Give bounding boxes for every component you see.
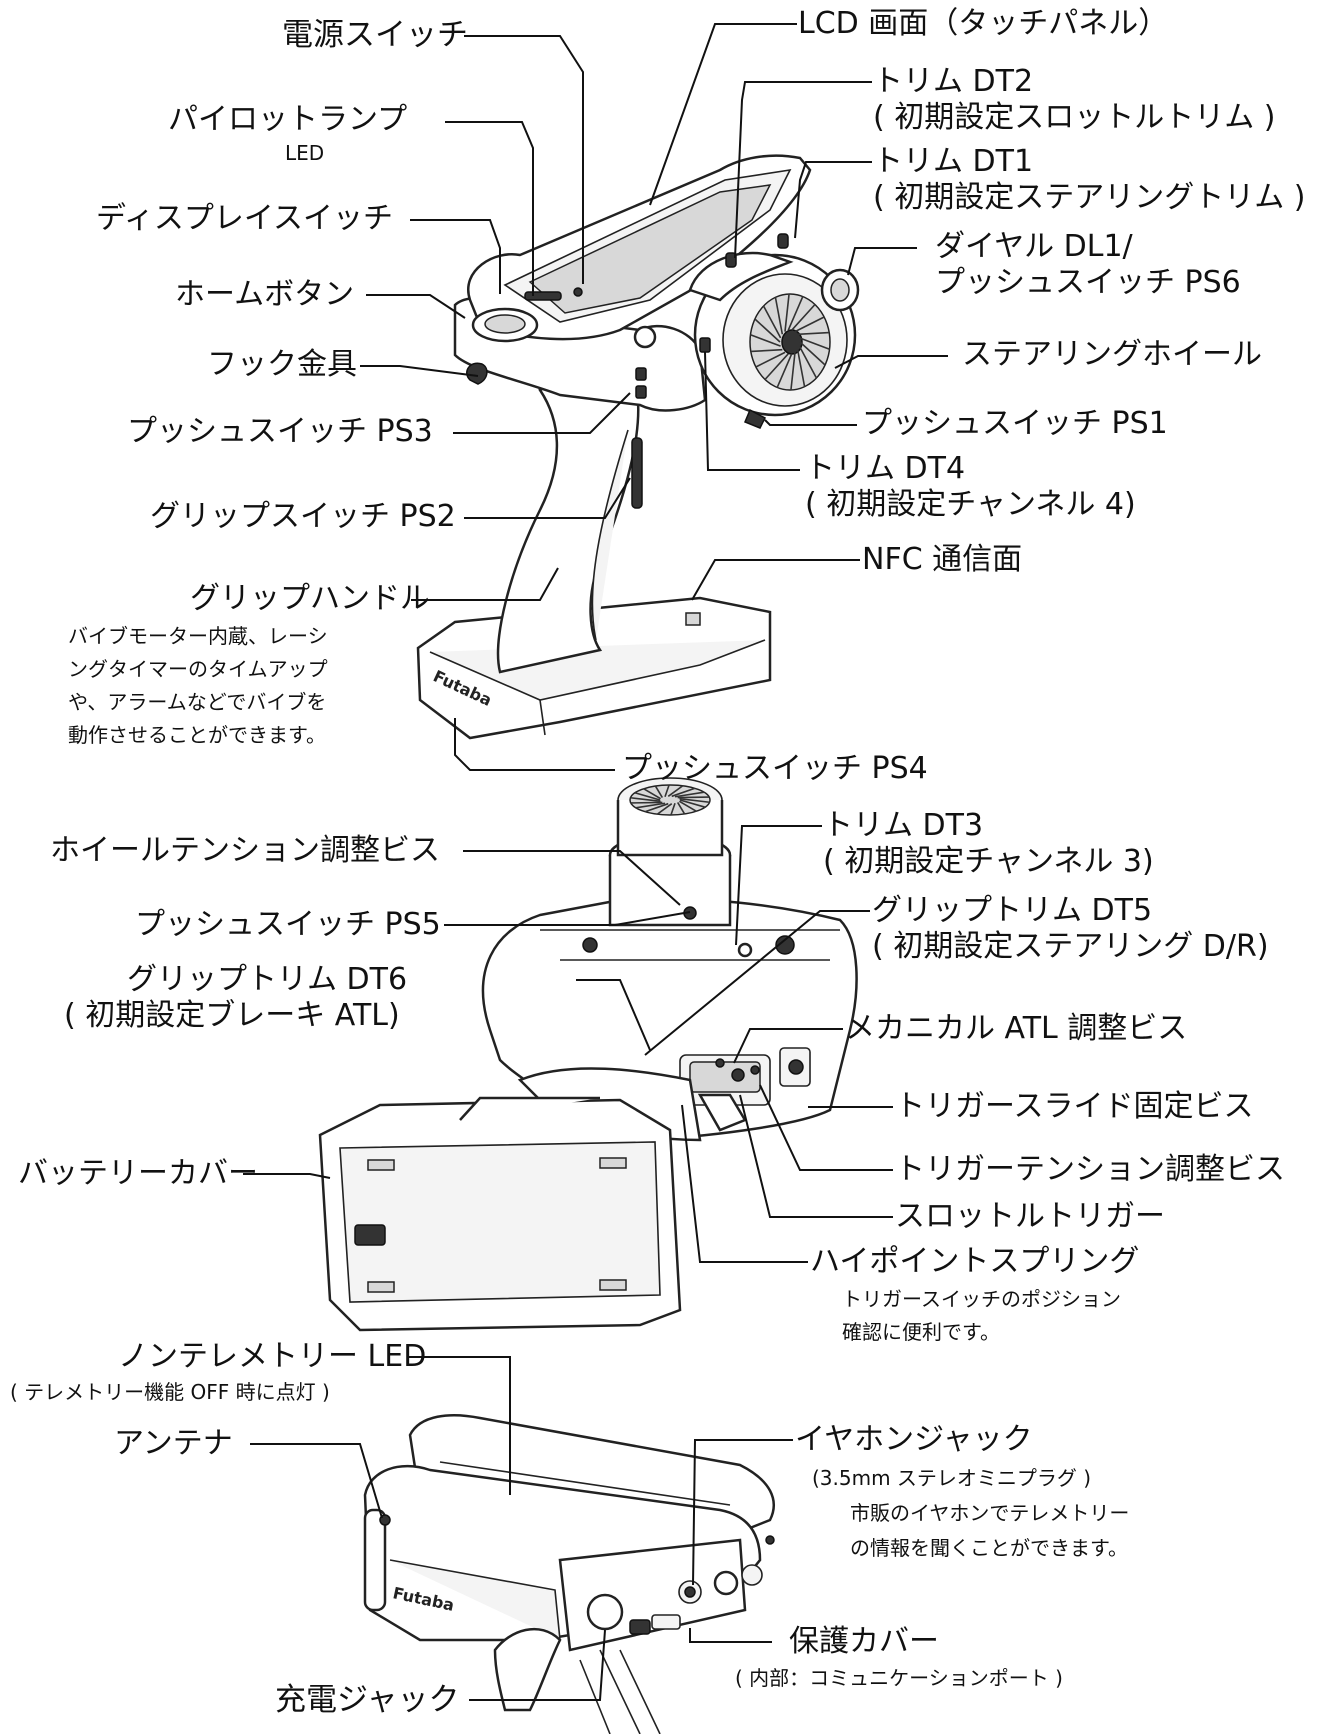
label-mech-atl-screw: メカニカル ATL 調整ビス (845, 1011, 1188, 1046)
wheel-spoke (677, 796, 710, 799)
wheel-spoke (654, 785, 664, 798)
wheel-spoke (679, 799, 706, 808)
wheel-spoke (797, 331, 830, 336)
wheel-spoke (635, 802, 666, 809)
label-push-ps3: プッシュスイッチ PS3 (127, 414, 433, 449)
label-trim-dt1-note: ( 初期設定ステアリングトリム ) (873, 180, 1306, 215)
figure1-transmitter-drawing: Futaba (416, 154, 860, 740)
wheel-spoke (671, 787, 696, 798)
wheel-spoke (656, 803, 673, 815)
leader-lines (243, 23, 948, 1701)
label-lcd-screen: LCD 画面（タッチパネル） (798, 6, 1169, 41)
label-trim-dt2-note: ( 初期設定スロットルトリム ) (873, 100, 1276, 135)
label-pilot-lamp-led: LED (285, 141, 325, 165)
label-grip-switch-ps2: グリップスイッチ PS2 (150, 499, 456, 534)
label-nfc-surface: NFC 通信面 (862, 542, 1023, 577)
label-trim-dt4-note: ( 初期設定チャンネル 4) (805, 487, 1136, 522)
wheel-spoke (630, 801, 663, 804)
wheel-spoke (678, 800, 697, 812)
figure3-transmitter-drawing: Futaba (363, 1413, 775, 1734)
label-high-point-spring: ハイポイントスプリング (810, 1244, 1140, 1279)
wheel-spoke (674, 791, 705, 798)
wheel-spoke (799, 341, 826, 366)
wheel-spoke (787, 296, 804, 331)
label-battery-cover: バッテリーカバー (18, 1156, 258, 1191)
label-trim-dt2: トリム DT2 (873, 64, 1034, 99)
label-push-ps5: プッシュスイッチ PS5 (135, 907, 441, 942)
label-trigger-tension-screw: トリガーテンション調整ビス (895, 1152, 1285, 1187)
label-push-ps6: プッシュスイッチ PS6 (935, 265, 1241, 300)
label-dial-dl1: ダイヤル DL1/ (935, 229, 1133, 264)
figure2-transmitter-drawing (318, 777, 858, 1332)
wheel-spoke (644, 802, 669, 813)
wheel-spoke (791, 303, 816, 331)
label-trim-dt4: トリム DT4 (805, 451, 966, 486)
wheel-spoke (679, 797, 710, 804)
label-earphone-jack: イヤホンジャック (795, 1422, 1033, 1457)
label-grip-handle: グリップハンドル (190, 581, 430, 616)
grip-handle-note-line: バイブモーター内蔵、レーシ (68, 624, 328, 648)
wheel-spoke (776, 353, 793, 388)
wheel-spoke (762, 305, 782, 339)
wheel-spoke (750, 334, 781, 347)
earphone-jack-note-line: の情報を聞くことができます。 (850, 1536, 1128, 1560)
label-non-telemetry-led: ノンテレメトリー LED (118, 1339, 427, 1374)
label-grip-trim-dt5: グリップトリム DT5 (872, 893, 1153, 928)
label-antenna: アンテナ (114, 1426, 233, 1461)
wheel-spoke (774, 297, 784, 335)
label-push-ps4: プッシュスイッチ PS4 (622, 751, 928, 786)
label-display-switch: ディスプレイスイッチ (96, 201, 393, 236)
label-home-button: ホームボタン (175, 277, 355, 312)
wheel-spoke (667, 785, 684, 797)
wheel-spoke (754, 318, 781, 343)
label-push-ps1: プッシュスイッチ PS1 (862, 406, 1168, 441)
wheel-spoke (799, 337, 830, 350)
label-grip-trim-dt6-note: ( 初期設定ブレーキ ATL) (64, 998, 400, 1033)
grip-handle-note-line: ングタイマーのタイムアップ (68, 657, 328, 681)
wheel-spoke (755, 351, 786, 368)
wheel-spoke (676, 802, 686, 815)
label-trim-dt3: トリム DT3 (823, 808, 984, 843)
label-charge-jack: 充電ジャック (275, 1682, 460, 1718)
label-throttle-trigger: スロットルトリガー (895, 1199, 1165, 1234)
label-hook: フック金具 (207, 347, 357, 382)
label-grip-trim-dt5-note: ( 初期設定ステアリング D/R) (872, 929, 1269, 964)
wheel-spoke (630, 796, 661, 803)
grip-handle-note-line: 動作させることができます。 (68, 723, 326, 747)
label-wheel-tension-screw: ホイールテンション調整ビス (50, 833, 440, 868)
high-point-spring-note-line: 確認に便利です。 (842, 1320, 1000, 1344)
label-protective-cover-note: ( 内部：コミュニケーションポート ) (735, 1666, 1063, 1690)
wheel-spoke (798, 345, 818, 379)
label-trim-dt3-note: ( 初期設定チャンネル 3) (823, 844, 1154, 879)
earphone-jack-note-line: 市販のイヤホンでテレメトリー (850, 1501, 1130, 1525)
label-grip-trim-dt6: グリップトリム DT6 (127, 962, 408, 997)
wheel-spoke (790, 352, 796, 391)
label-pilot-lamp: パイロットランプ (168, 102, 408, 137)
wheel-spoke (643, 788, 662, 800)
high-point-spring-note-line: トリガースイッチのポジション (842, 1287, 1121, 1311)
label-trim-dt1: トリム DT1 (873, 144, 1034, 179)
label-power-switch: 電源スイッチ (282, 17, 468, 53)
label-protective-cover: 保護カバー (789, 1624, 939, 1659)
wheel-spoke (784, 293, 790, 332)
wheel-spoke (634, 792, 661, 801)
label-trigger-slide-screw: トリガースライド固定ビス (895, 1089, 1254, 1124)
wheel-spoke (750, 348, 783, 353)
wheel-spoke (794, 316, 825, 333)
label-non-telemetry-led-note: ( テレメトリー機能 OFF 時に点灯 ) (10, 1380, 330, 1404)
wheel-spoke (796, 349, 806, 387)
label-earphone-jack-spec: (3.5mm ステレオミニプラグ ) (812, 1466, 1092, 1490)
label-steering-wheel: ステアリングホイール (962, 337, 1262, 372)
wheel-spoke (664, 784, 670, 798)
wheel-spoke (764, 353, 789, 381)
grip-handle-note-line: や、アラームなどでバイブを (68, 690, 327, 714)
wheel-spoke (670, 802, 676, 816)
